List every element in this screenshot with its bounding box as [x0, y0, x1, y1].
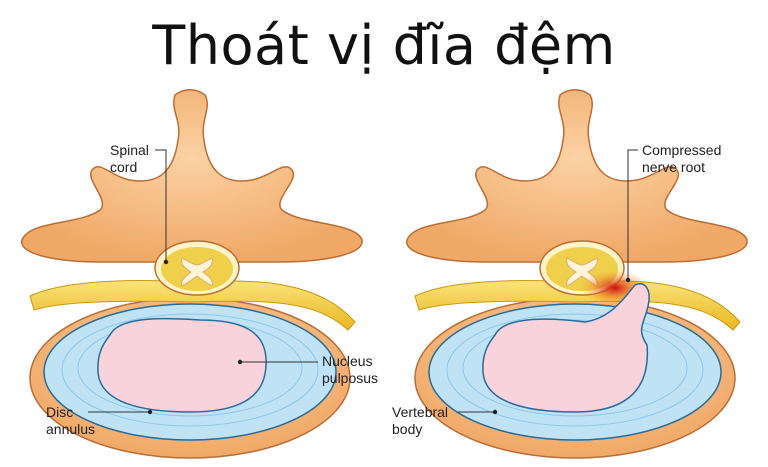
label-line: pulposus	[322, 370, 379, 386]
label-spinal-cord: Spinal cord	[110, 142, 149, 176]
label-line: Spinal	[110, 142, 149, 158]
label-line: Nucleus	[322, 353, 373, 369]
label-vertebral-body: Vertebral body	[392, 404, 448, 438]
page-title: Thoát vị đĩa đệm	[152, 14, 616, 77]
herniated-vertebra	[405, 89, 748, 459]
normal-vertebra	[20, 89, 363, 459]
herniated-nucleus	[482, 283, 650, 413]
label-line: cord	[110, 159, 138, 175]
label-nucleus-pulposus: Nucleus pulposus	[322, 353, 378, 387]
label-line: nerve root	[642, 159, 706, 175]
label-compressed-nerve-root: Compressed nerve root	[642, 142, 721, 176]
leader-lines	[88, 149, 638, 413]
label-line: Disc	[46, 404, 74, 420]
label-line: Compressed	[642, 142, 722, 158]
label-line: annulus	[46, 421, 96, 437]
label-line: Vertebral	[392, 404, 449, 420]
label-disc-annulus: Disc annulus	[46, 404, 95, 438]
leader-dots	[147, 259, 631, 415]
nucleus-pulposus	[97, 317, 267, 413]
label-line: body	[392, 421, 423, 437]
